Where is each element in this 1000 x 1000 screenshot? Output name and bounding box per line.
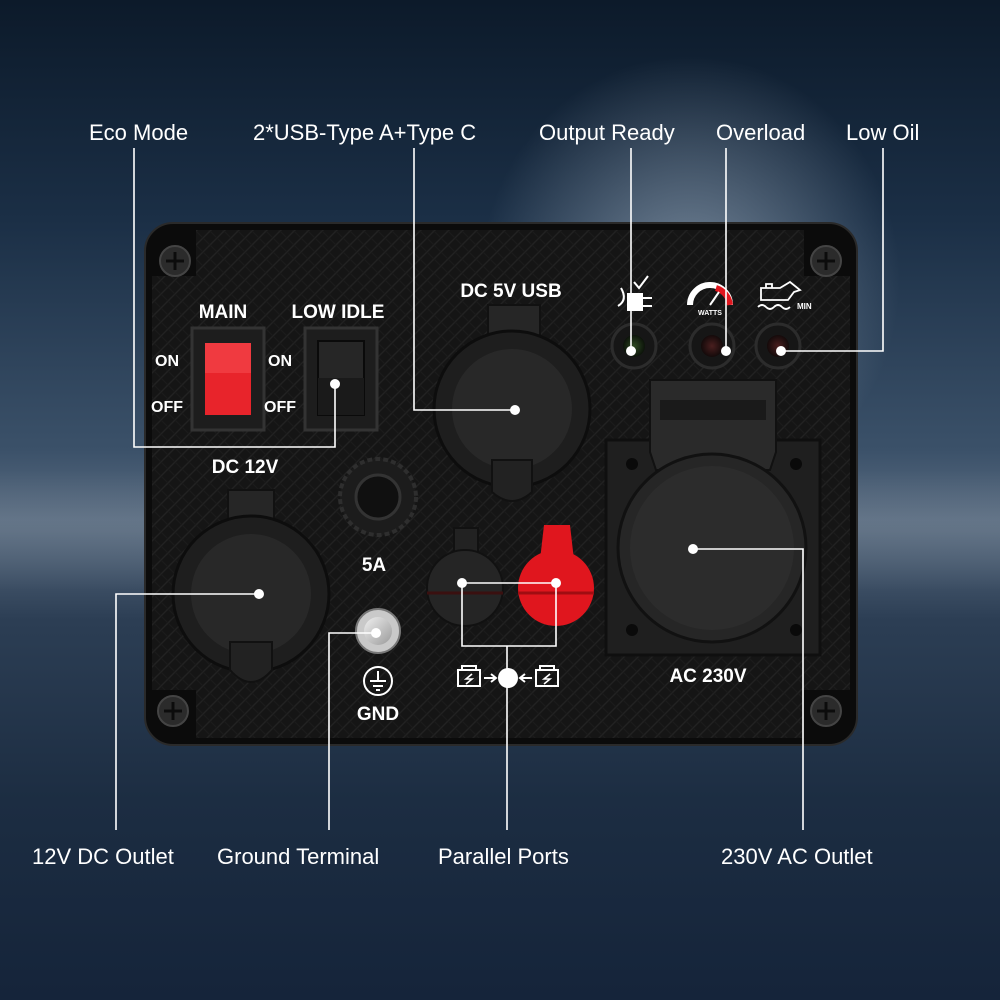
main-switch-label: MAIN [199, 302, 248, 323]
main-on-label: ON [155, 353, 179, 370]
ac-230v-outlet[interactable] [604, 379, 822, 657]
ac-outlet-callout: 230V AC Outlet [721, 844, 873, 869]
eco-mode-leader [133, 148, 336, 448]
overload-callout: Overload [716, 120, 806, 145]
parallel-ports-callout: Parallel Ports [438, 844, 569, 869]
gnd-label: GND [357, 704, 399, 725]
watts-label: WATTS [698, 310, 722, 317]
oil-can-icon: MIN [757, 280, 812, 311]
ground-leader [328, 632, 376, 830]
low-idle-label: LOW IDLE [292, 302, 385, 323]
usb-callout: 2*USB-Type A+Type C [253, 120, 477, 145]
eco-off-label: OFF [264, 399, 296, 416]
screw-icon [157, 695, 189, 727]
eco-mode-callout: Eco Mode [89, 120, 189, 145]
low-oil-callout: Low Oil [846, 120, 920, 145]
main-power-switch[interactable] [190, 326, 266, 432]
dc-5v-usb-label: DC 5V USB [460, 281, 561, 302]
ground-terminal-callout: Ground Terminal [217, 844, 380, 869]
dc-outlet-leader [115, 593, 259, 830]
callout-dots [254, 346, 786, 638]
ground-icon [363, 666, 393, 696]
screw-icon [810, 695, 842, 727]
eco-mode-switch[interactable] [303, 326, 379, 432]
fuse-rating-label: 5A [362, 555, 387, 576]
output-ready-led [610, 322, 658, 370]
low-oil-led [754, 322, 802, 370]
min-label: MIN [797, 302, 812, 311]
usb-leader [413, 148, 515, 411]
fuse-breaker[interactable] [338, 457, 418, 537]
low-oil-leader [781, 148, 884, 352]
ac-outlet-leader [693, 548, 804, 830]
dc-12v-label: DC 12V [212, 457, 279, 478]
eco-on-label: ON [268, 353, 292, 370]
overload-led [688, 322, 736, 370]
parallel-port-black[interactable] [426, 527, 504, 627]
dc-outlet-callout: 12V DC Outlet [32, 844, 174, 869]
ac-230v-label: AC 230V [669, 666, 746, 687]
output-ready-callout: Output Ready [539, 120, 675, 145]
screw-icon [159, 245, 191, 277]
callout-lines [115, 148, 884, 830]
screw-icon [810, 245, 842, 277]
parallel-link-icon [457, 665, 559, 688]
main-off-label: OFF [151, 399, 183, 416]
